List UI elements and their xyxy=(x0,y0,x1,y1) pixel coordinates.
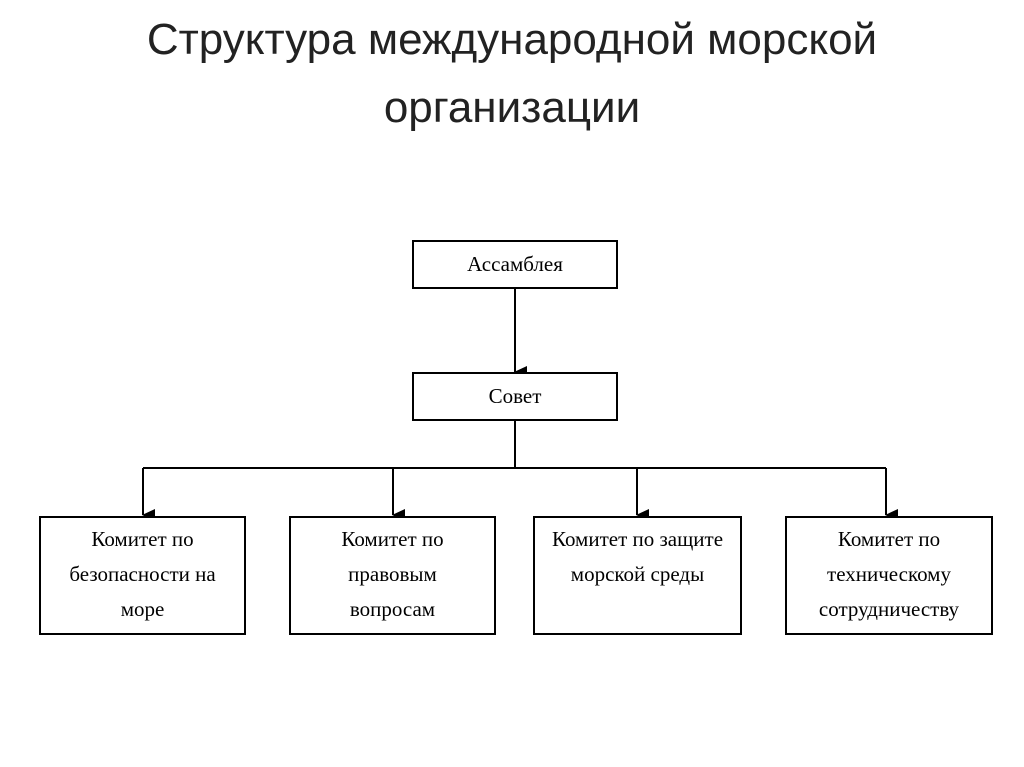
node-environment-committee-label: Комитет по защите морской среды xyxy=(551,527,724,586)
node-technical-committee: Комитет по техническому сотрудничеству xyxy=(785,516,993,635)
node-safety-committee-label: Комитет по безопасности на море xyxy=(69,527,216,621)
node-legal-committee-label: Комитет по правовым вопросам xyxy=(341,527,444,621)
node-council-label: Совет xyxy=(488,384,542,408)
node-council: Совет xyxy=(412,372,618,421)
node-assembly-label: Ассамблея xyxy=(467,252,563,276)
node-assembly: Ассамблея xyxy=(412,240,618,289)
slide-title: Структура международной морской организа… xyxy=(146,15,878,132)
node-environment-committee: Комитет по защите морской среды xyxy=(533,516,742,635)
node-technical-committee-label: Комитет по техническому сотрудничеству xyxy=(818,527,960,621)
node-safety-committee: Комитет по безопасности на море xyxy=(39,516,246,635)
node-legal-committee: Комитет по правовым вопросам xyxy=(289,516,496,635)
